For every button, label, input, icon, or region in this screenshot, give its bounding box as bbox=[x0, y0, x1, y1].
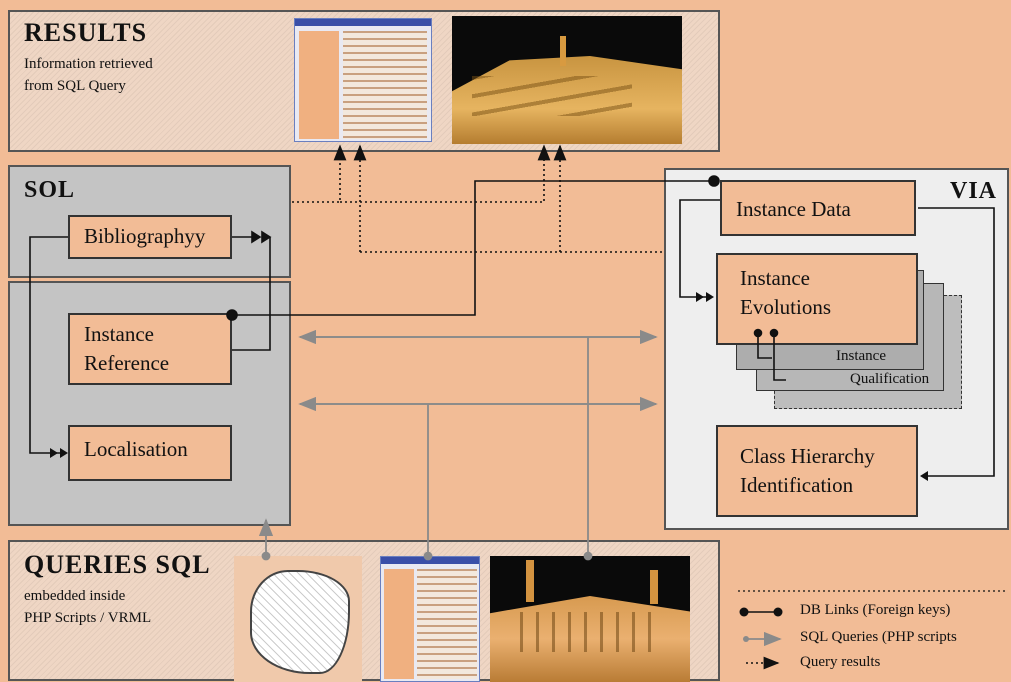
queries-vrml-view bbox=[490, 556, 690, 682]
class-hierarchy-box: Class Hierarchy Identification bbox=[716, 425, 918, 517]
instance-data-box: Instance Data bbox=[720, 180, 916, 236]
instance-evolutions-box: Instance Evolutions bbox=[716, 253, 918, 345]
instance-data-label: Instance Data bbox=[736, 197, 851, 221]
bibliography-label: Bibliographyy bbox=[84, 224, 206, 248]
legend-query-results: Query results bbox=[800, 654, 881, 670]
localisation-box: Localisation bbox=[68, 425, 232, 481]
queries-subtitle-line2: PHP Scripts / VRML bbox=[24, 610, 152, 626]
instance-reference-line2: Reference bbox=[84, 351, 170, 375]
instance-evolutions-line2: Evolutions bbox=[740, 295, 832, 319]
legend-graphics bbox=[738, 590, 1008, 670]
class-hierarchy-line1: Class Hierarchy bbox=[740, 444, 875, 468]
via-title: VIA bbox=[949, 178, 997, 204]
bibliography-box: Bibliographyy bbox=[68, 215, 232, 259]
queries-subtitle-line1: embedded inside bbox=[24, 588, 126, 604]
results-3d-view bbox=[452, 16, 682, 144]
results-panel: RESULTS Information retrieved from SQL Q… bbox=[8, 10, 720, 152]
queries-panel: QUERIES SQL embedded inside PHP Scripts … bbox=[8, 540, 720, 682]
instance-qualification-line1: Instance bbox=[836, 348, 886, 364]
instance-reference-box: Instance Reference bbox=[68, 313, 232, 385]
queries-title: QUERIES SQL bbox=[24, 550, 211, 579]
instance-evolutions-line1: Instance bbox=[740, 266, 810, 290]
sol-title: SOL bbox=[24, 177, 76, 203]
results-subtitle-line2: from SQL Query bbox=[24, 78, 126, 94]
query-results-links bbox=[292, 144, 662, 253]
queries-php-screenshot bbox=[380, 556, 480, 682]
sql-query-links bbox=[258, 329, 658, 561]
instance-reference-line1: Instance bbox=[84, 322, 154, 346]
legend-db-links: DB Links (Foreign keys) bbox=[800, 602, 951, 618]
instance-qualification-line2: Qualification bbox=[850, 371, 930, 387]
class-hierarchy-line2: Identification bbox=[740, 473, 854, 497]
queries-map-image bbox=[234, 556, 362, 682]
sol-panel: SOL bbox=[8, 165, 291, 278]
legend-sql-queries: SQL Queries (PHP scripts bbox=[800, 629, 957, 645]
results-subtitle-line1: Information retrieved bbox=[24, 56, 153, 72]
results-title: RESULTS bbox=[24, 18, 148, 47]
localisation-label: Localisation bbox=[84, 437, 188, 461]
results-sql-screenshot bbox=[294, 18, 432, 142]
db-links bbox=[29, 175, 995, 481]
